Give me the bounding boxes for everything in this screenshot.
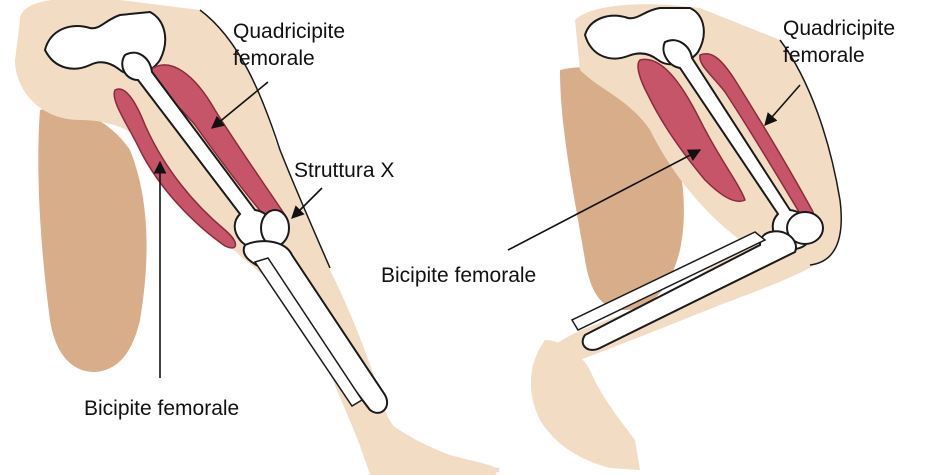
label-structure-x: Struttura X [294,157,394,184]
label-right-quadriceps-line1: Quadricipite [783,15,895,42]
label-left-hamstring: Bicipite femorale [84,395,239,422]
label-left-quadriceps-line2: femorale [233,45,315,72]
right-leg-figure [531,4,841,470]
right-foot [531,340,640,470]
label-right-hamstring: Bicipite femorale [381,262,536,289]
label-right-quadriceps-line2: femorale [783,42,865,69]
label-left-quadriceps-line1: Quadricipite [233,18,345,45]
left-back-leg [38,107,146,372]
